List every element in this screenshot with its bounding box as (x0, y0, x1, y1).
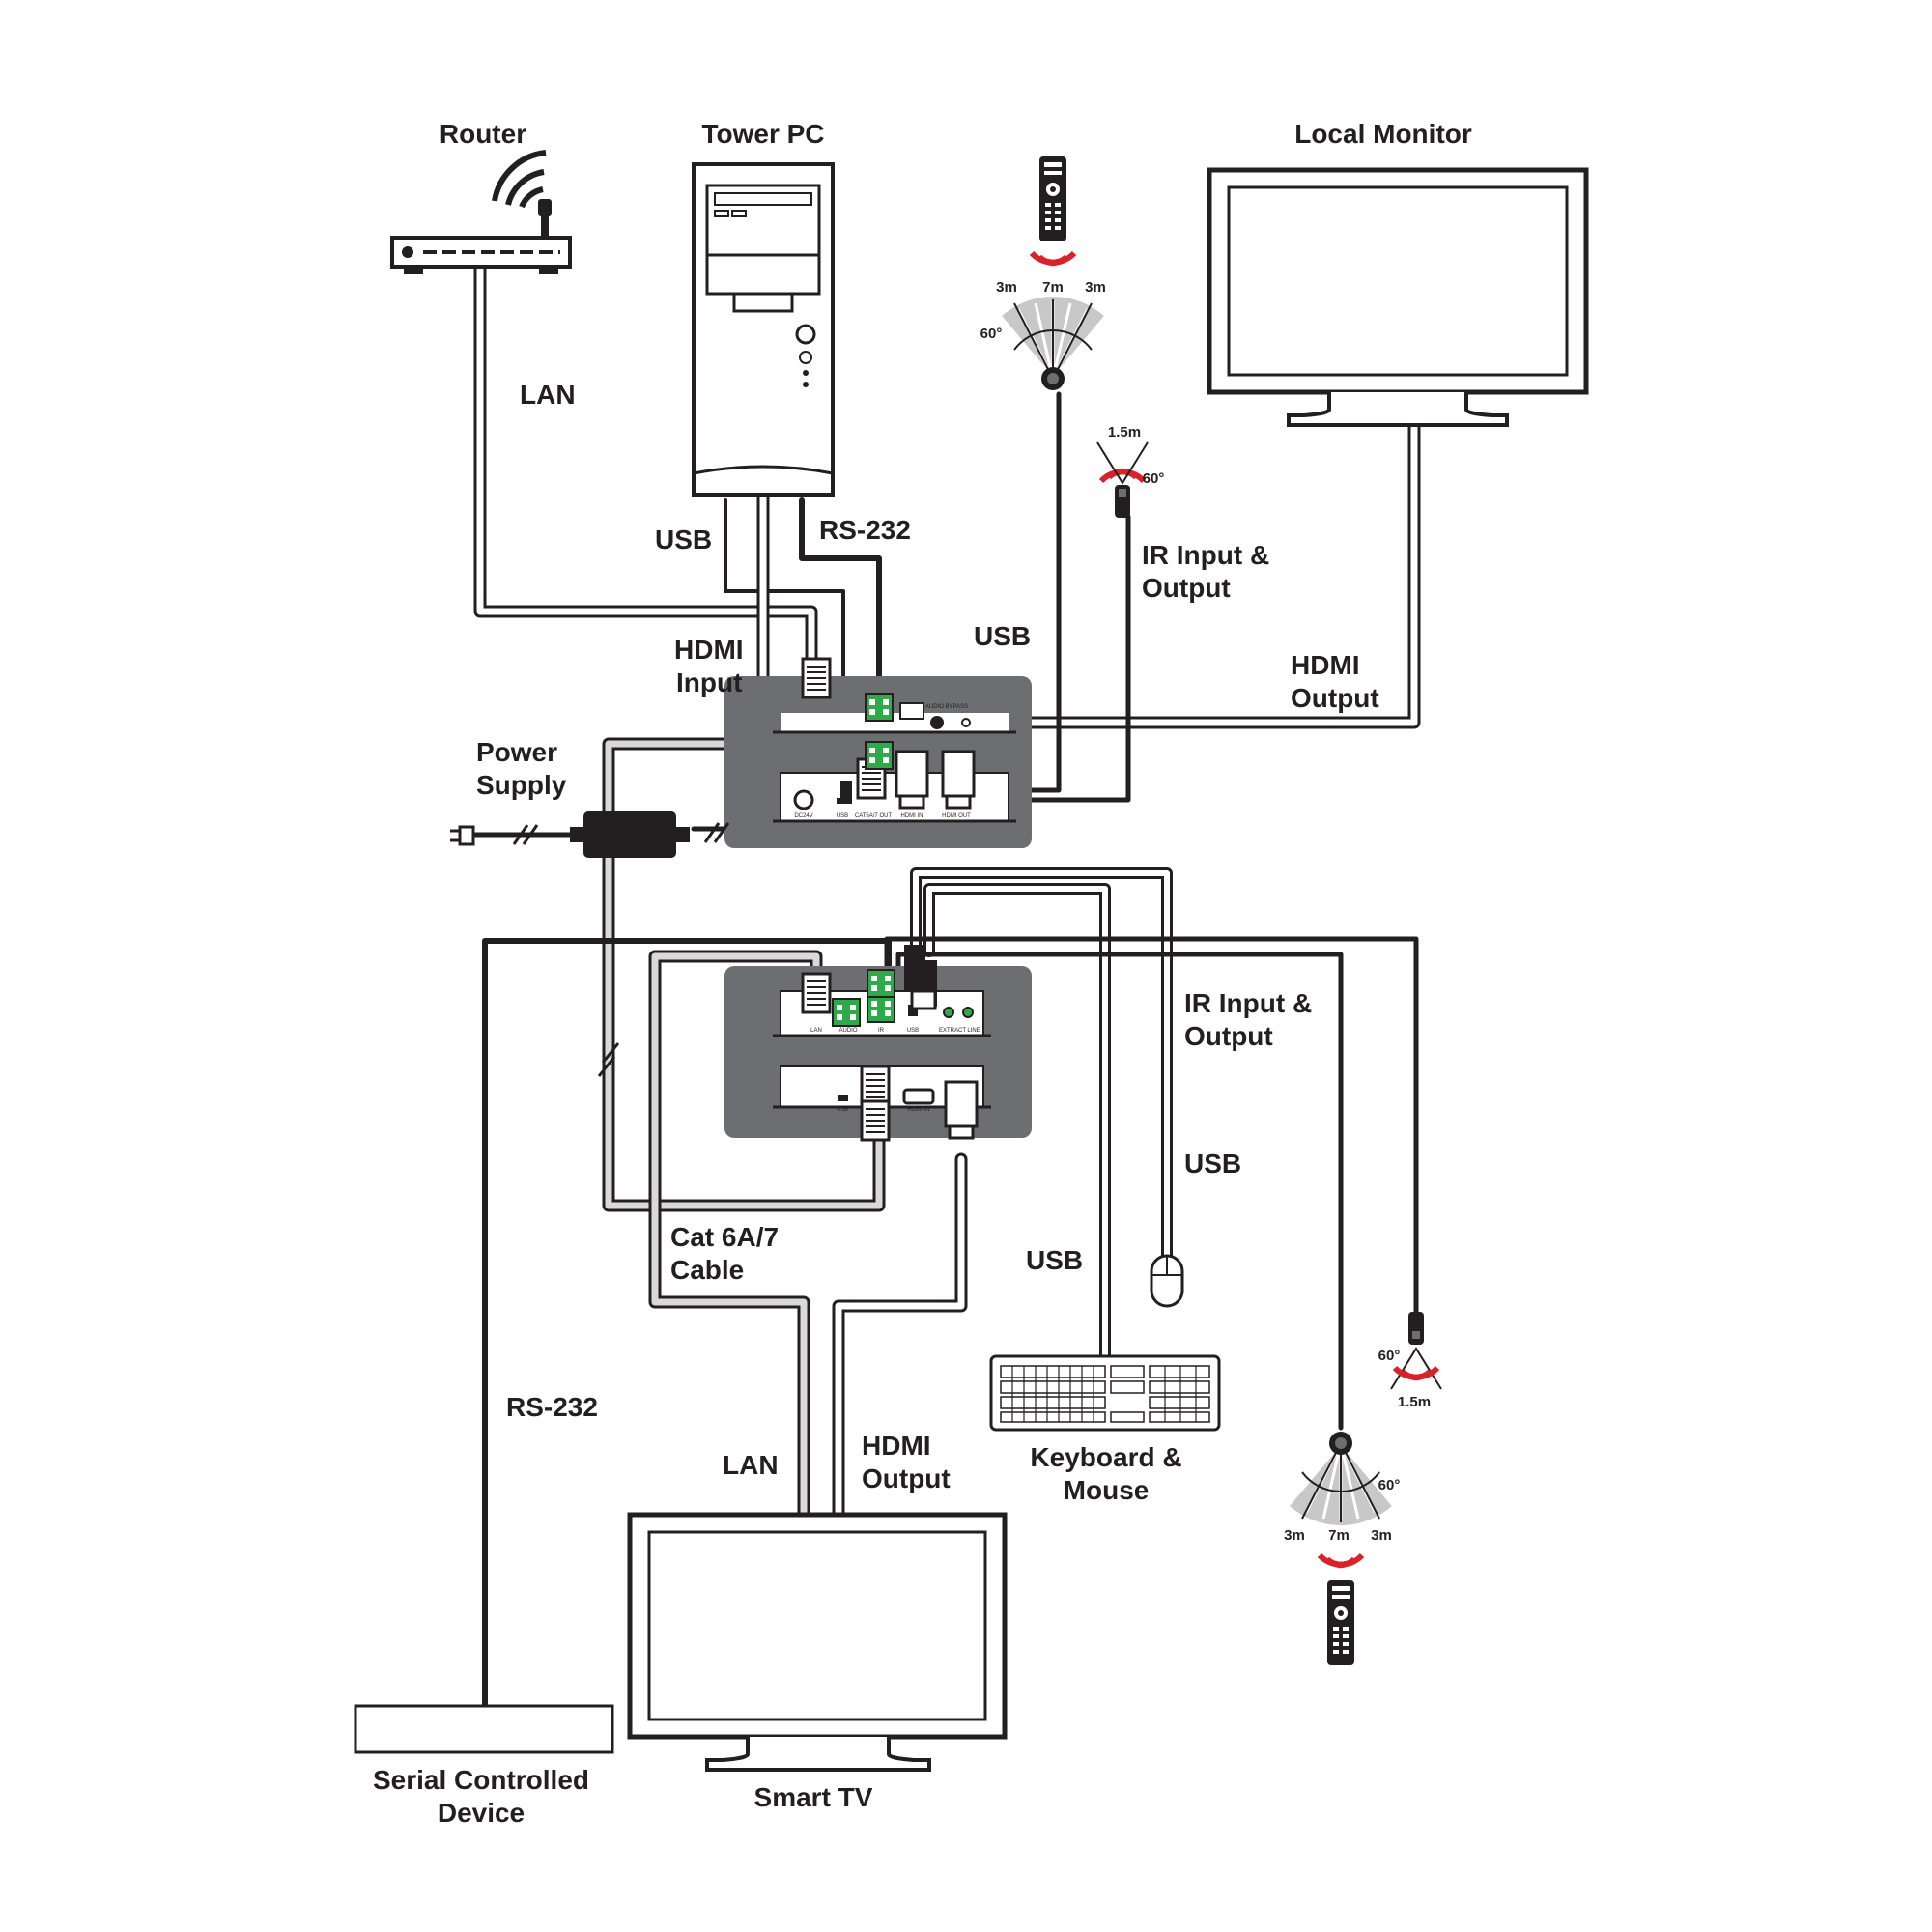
label-lan-bottom: LAN (723, 1450, 779, 1480)
ir-angle-bottom: 60° (1378, 1477, 1401, 1493)
ir-angle-top: 60° (980, 326, 1003, 342)
label-lan-top: LAN (520, 380, 576, 410)
keyboard: Keyboard & Mouse (989, 1354, 1221, 1505)
ir-angle-emitter-top: 60° (1143, 470, 1165, 487)
tx-dc-port (793, 789, 814, 810)
power-supply-label-1: Power (476, 737, 557, 767)
ir-distance-bottom: 1.5m (1398, 1394, 1431, 1410)
label-usb-pc: USB (655, 525, 712, 554)
label-hdmi-output-top-1: HDMI (1291, 650, 1360, 680)
label-rs232-pc: RS-232 (819, 515, 911, 545)
label-hdmi-output-bottom-1: HDMI (862, 1431, 931, 1461)
cable-labels: LAN USB RS-232 HDMI Input USB IR Input &… (506, 380, 1379, 1493)
serial-device-label-1: Serial Controlled (373, 1765, 589, 1795)
ir-cable-emitter-rx (884, 936, 1419, 1317)
smart-tv: Smart TV (627, 1512, 1008, 1812)
ir-range-right-top: 3m (1085, 279, 1106, 296)
ir-range-left-top: 3m (996, 279, 1017, 296)
rx-ir-label: IR (878, 1028, 885, 1034)
serial-controlled-device: Serial Controlled Device (354, 1704, 614, 1828)
tower-pc-label: Tower PC (701, 119, 824, 149)
ir-emitter-bottom: 60° 1.5m (1378, 1312, 1442, 1410)
smart-tv-label: Smart TV (754, 1782, 873, 1812)
rs232-cable-pc (799, 497, 882, 691)
rx-bottom-usb-label: USB (837, 1107, 848, 1113)
keyboard-mouse-label-1: Keyboard & (1030, 1442, 1181, 1472)
ir-remote-bottom: 3m 7m 3m 60° (1284, 1430, 1401, 1665)
ir-angle-emitter-bottom: 60° (1378, 1348, 1401, 1364)
tx-usb-label: USB (837, 813, 848, 819)
local-monitor: Local Monitor (1207, 119, 1589, 427)
label-hdmi-output-top-2: Output (1291, 683, 1379, 713)
router-label: Router (440, 119, 526, 149)
mouse (1150, 1254, 1184, 1308)
tx-hdmi-in-label: HDMI IN (901, 813, 923, 819)
rx-hdmi-in-label: HDMI IN (908, 1107, 930, 1113)
local-monitor-label: Local Monitor (1294, 119, 1472, 149)
ir-range-center-bottom: 7m (1328, 1527, 1350, 1544)
label-hdmi-input-1: HDMI (674, 635, 744, 665)
label-cat-cable-1: Cat 6A/7 (670, 1222, 779, 1252)
label-usb-keyboard: USB (1026, 1245, 1083, 1275)
ir-emitter-top: 1.5m 60° (1096, 424, 1165, 518)
tx-dc-label: DC24V (794, 813, 812, 819)
tx-hdmi-out-label: HDMI OUT (942, 813, 971, 819)
power-supply-label-2: Supply (476, 770, 567, 800)
serial-device-label-2: Device (438, 1798, 525, 1828)
label-usb-tx: USB (974, 621, 1031, 651)
tower-pc: Tower PC (692, 119, 835, 497)
ir-range-left-bottom: 3m (1284, 1527, 1305, 1544)
label-ir-tx-1: IR Input & (1142, 540, 1269, 570)
tx-audio-label: AUDIO BYPASS (925, 704, 968, 710)
ir-distance-top: 1.5m (1108, 424, 1141, 440)
rx-lan-label: LAN (810, 1028, 822, 1034)
label-hdmi-output-bottom-2: Output (862, 1463, 951, 1493)
cables (469, 256, 1421, 1713)
label-ir-rx-2: Output (1184, 1021, 1273, 1051)
label-rs232-rx: RS-232 (506, 1392, 598, 1422)
label-hdmi-input-2: Input (676, 668, 742, 697)
ir-range-right-bottom: 3m (1371, 1527, 1392, 1544)
power-supply: Power Supply (450, 737, 730, 1077)
ir-range-center-top: 7m (1042, 279, 1064, 296)
label-usb-mouse: USB (1184, 1149, 1241, 1179)
rx-extract-label: EXTRACT (939, 1028, 966, 1034)
transmitter: DC24V USB CAT5A/7 OUT HDMI IN HDMI OUT A… (724, 657, 1032, 848)
label-ir-tx-2: Output (1142, 573, 1231, 603)
ir-cable-receiver-rx (895, 952, 1344, 1431)
label-ir-rx-1: IR Input & (1184, 988, 1312, 1018)
router: Router (390, 119, 572, 274)
label-cat-cable-2: Cable (670, 1255, 744, 1285)
rx-line-label: LINE (967, 1028, 980, 1034)
keyboard-mouse-label-2: Mouse (1064, 1475, 1150, 1505)
tx-cat-label: CAT5A/7 OUT (855, 813, 893, 819)
ir-remote-top: 3m 7m 3m 60° (980, 156, 1107, 392)
rx-usb-label: USB (907, 1028, 919, 1034)
receiver: LAN AUDIO IR USB EXTRACT LINE USB HDMI I… (724, 945, 1032, 1142)
rx-audio-label: AUDIO (838, 1028, 857, 1034)
